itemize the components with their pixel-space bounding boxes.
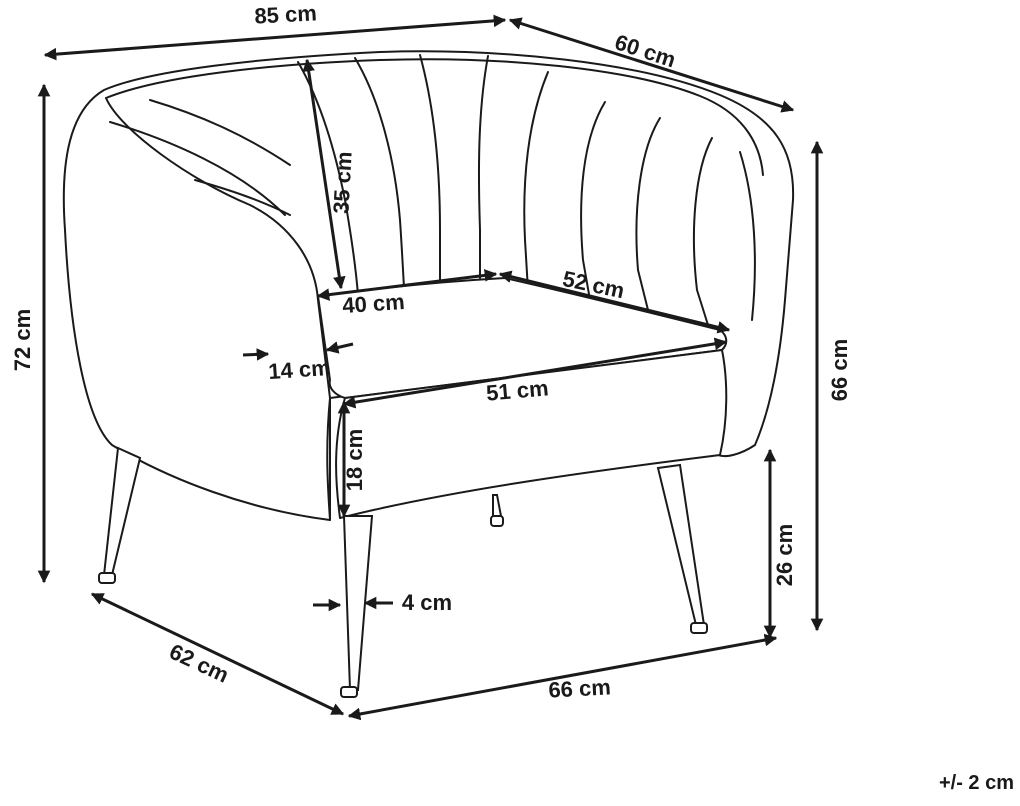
front-leg-right <box>656 463 706 626</box>
back-inner-rim <box>105 58 764 176</box>
back-leg-far-left <box>102 446 142 576</box>
base-width-label: 66 cm <box>548 674 612 702</box>
arm-width-label: 14 cm <box>267 355 331 384</box>
overall-height-label: 72 cm <box>10 309 35 371</box>
seat-height-label: 26 cm <box>772 524 797 586</box>
arm-height-label: 66 cm <box>827 339 852 401</box>
seat-width-front-label: 51 cm <box>485 375 549 405</box>
overall-width-label: 85 cm <box>254 0 318 28</box>
dimension-lines <box>37 14 824 721</box>
back-height-label: 35 cm <box>328 151 356 215</box>
seat-cushion-height-label: 18 cm <box>342 429 367 491</box>
back-leg-left <box>492 494 503 517</box>
leg-width-label: 4 cm <box>402 590 452 615</box>
seat-width-back-label: 40 cm <box>341 289 405 318</box>
tolerance-note: +/- 2 cm <box>939 772 1014 794</box>
overall-depth-label: 60 cm <box>612 29 679 72</box>
